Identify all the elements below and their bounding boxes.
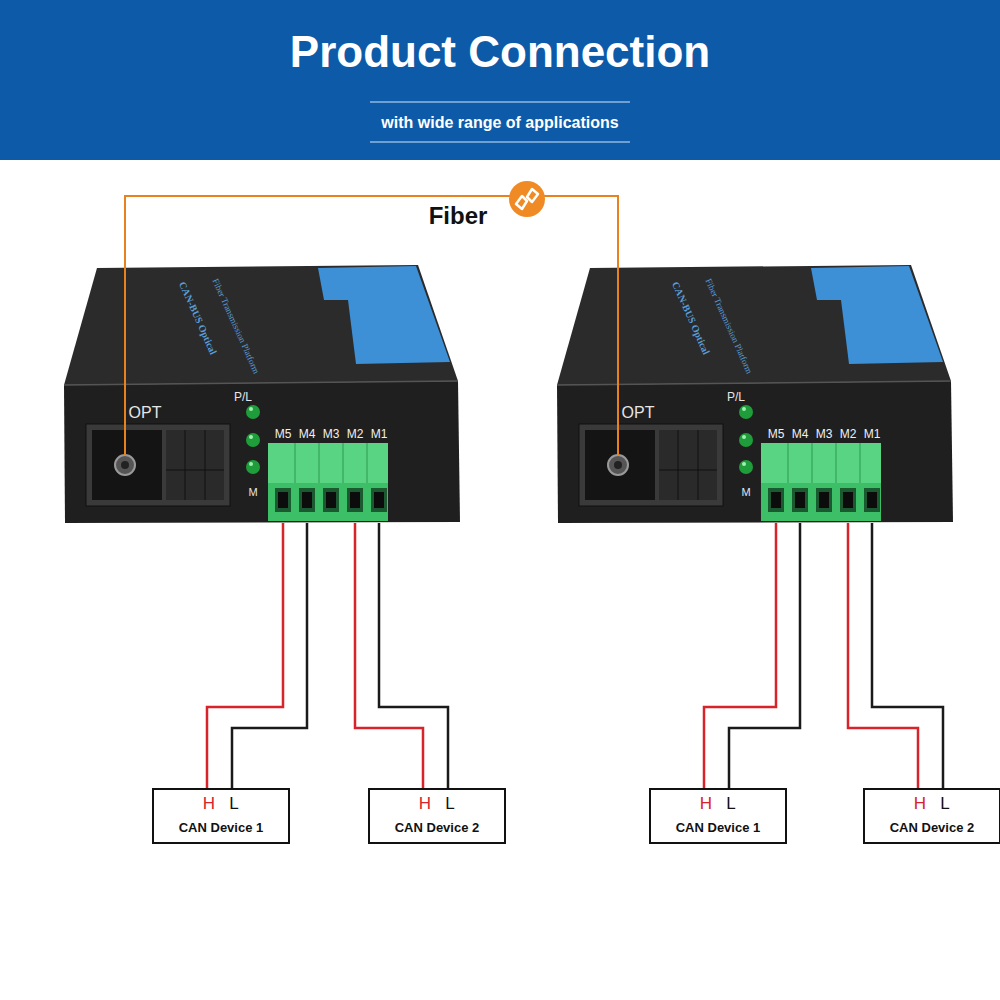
pin-label: M3	[323, 427, 340, 441]
led-label: P/L	[234, 390, 252, 404]
converter-front: OPT P/L M M5 M4 M3 M2 M1	[557, 383, 953, 523]
port-label: OPT	[129, 404, 162, 422]
fiber-line	[125, 196, 618, 383]
device-name: CAN Device 1	[651, 820, 785, 835]
device-box: HL CAN Device 2	[863, 788, 1000, 844]
pin-label: M3	[816, 427, 833, 441]
device-name: CAN Device 2	[370, 820, 504, 835]
pin-label: M2	[840, 427, 857, 441]
led-label: M	[248, 486, 257, 498]
device-box: HL CAN Device 2	[368, 788, 506, 844]
led-label: P/L	[727, 390, 745, 404]
printed-label: Fiber Transmission Platform	[703, 277, 754, 375]
signal-name: H	[419, 794, 431, 814]
printed-label: CAN-BUS Optical	[670, 280, 712, 356]
can-wire	[207, 523, 283, 788]
pin-label: M4	[792, 427, 809, 441]
signal-name: L	[445, 794, 454, 814]
pin-label: M5	[275, 427, 292, 441]
can-wire	[379, 523, 448, 788]
printed-label: Fiber Transmission Platform	[210, 277, 261, 375]
pin-label: M1	[864, 427, 881, 441]
can-wire	[848, 523, 918, 788]
divider-line	[370, 101, 630, 103]
pin-label: M2	[347, 427, 364, 441]
pin-label: M4	[299, 427, 316, 441]
can-wire	[729, 523, 800, 788]
can-wire	[355, 523, 423, 788]
device-box: HL CAN Device 1	[649, 788, 787, 844]
edge-label: Fiber	[429, 202, 488, 230]
fiber-converter-illustration	[64, 265, 460, 523]
signal-name: L	[940, 794, 949, 814]
can-wire	[872, 523, 943, 788]
pin-label: M5	[768, 427, 785, 441]
header-band	[0, 0, 1000, 160]
printed-label: CAN-BUS Optical	[177, 280, 219, 356]
divider-line	[370, 141, 630, 143]
led-label: M	[741, 486, 750, 498]
can-wire	[232, 523, 307, 788]
device-box: HL CAN Device 1	[152, 788, 290, 844]
converter-front: OPT P/L M M5 M4 M3 M2 M1	[64, 383, 460, 523]
fiber-converter-illustration	[557, 265, 953, 523]
title-text: Product Connection	[0, 24, 1000, 80]
signal-name: L	[229, 794, 238, 814]
signal-name: H	[914, 794, 926, 814]
signal-name: L	[726, 794, 735, 814]
pin-label: M1	[371, 427, 388, 441]
device-name: CAN Device 2	[865, 820, 999, 835]
subtitle-text: with wide range of applications	[381, 114, 618, 132]
port-label: OPT	[622, 404, 655, 422]
can-wire	[704, 523, 776, 788]
device-name: CAN Device 1	[154, 820, 288, 835]
signal-name: H	[203, 794, 215, 814]
signal-name: H	[700, 794, 712, 814]
